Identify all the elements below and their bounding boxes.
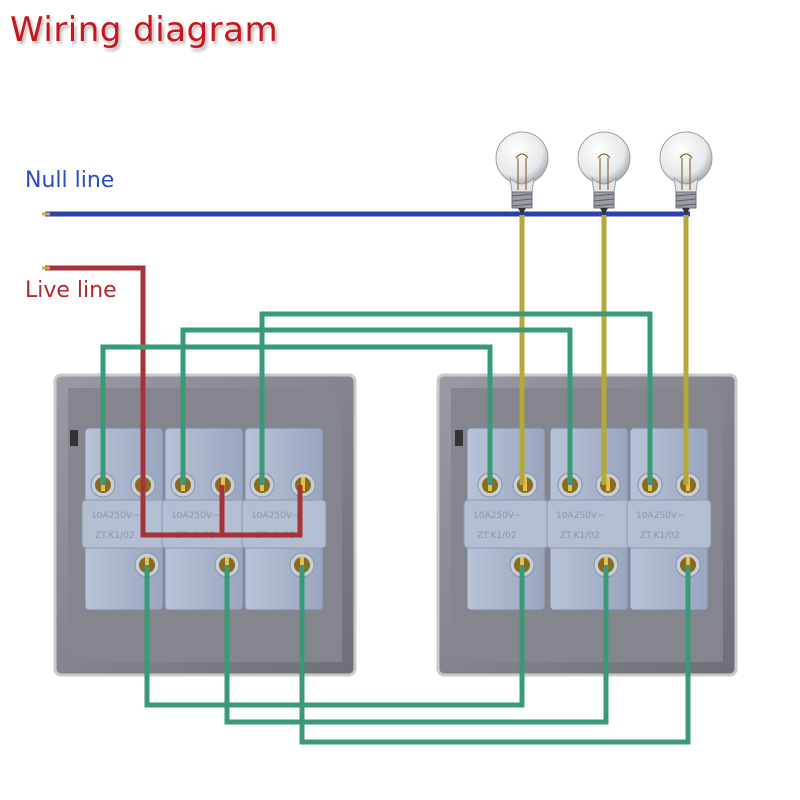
module-model-text: ZT.K1/02 (640, 531, 680, 541)
live-wire (45, 265, 303, 538)
traveler-wire-top-3 (259, 311, 653, 485)
module-rating-text: 10A250V~ (556, 511, 605, 521)
module-model-text: ZT.K1/02 (477, 531, 517, 541)
light-bulb (659, 131, 713, 215)
module-model-text: ZT.K1/02 (95, 531, 135, 541)
module-rating-text: 10A250V~ (91, 511, 140, 521)
module-rating-text: 10A250V~ (171, 511, 220, 521)
module-rating-text: 10A250V~ (251, 511, 300, 521)
traveler-wire-bottom-2 (224, 565, 609, 725)
traveler-wire-bottom-1 (144, 565, 525, 708)
null-line-label: Null line (25, 168, 115, 193)
diagram-title: Wiring diagram (10, 10, 279, 50)
live-line-label: Live line (25, 278, 117, 303)
switch-module: 10A250V~ ZT.K1/02 (455, 427, 549, 611)
traveler-wire-top-2 (180, 327, 573, 485)
traveler-wire-top-1 (100, 344, 493, 485)
light-bulb (495, 131, 549, 215)
module-model-text: ZT.K1/02 (560, 531, 600, 541)
traveler-wire-bottom-3 (299, 565, 691, 745)
module-rating-text: 10A250V~ (636, 511, 685, 521)
module-rating-text: 10A250V~ (473, 511, 522, 521)
light-bulb (577, 131, 631, 215)
